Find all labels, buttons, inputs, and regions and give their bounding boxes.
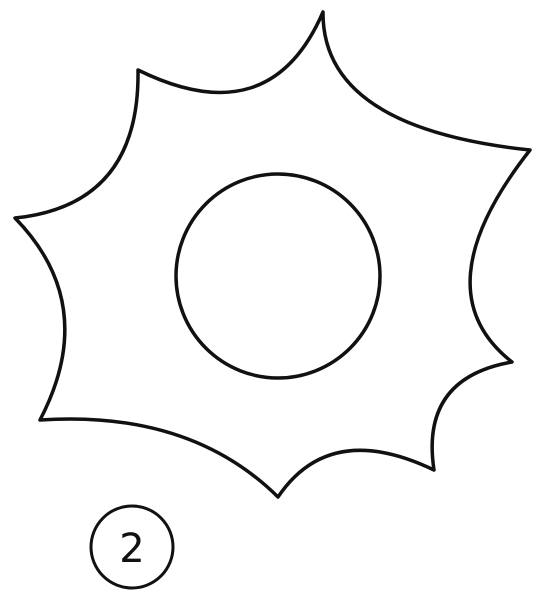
figure-label: 2	[91, 506, 173, 588]
star-outline	[15, 12, 530, 497]
label-number: 2	[119, 526, 144, 572]
inner-circle	[176, 174, 380, 378]
